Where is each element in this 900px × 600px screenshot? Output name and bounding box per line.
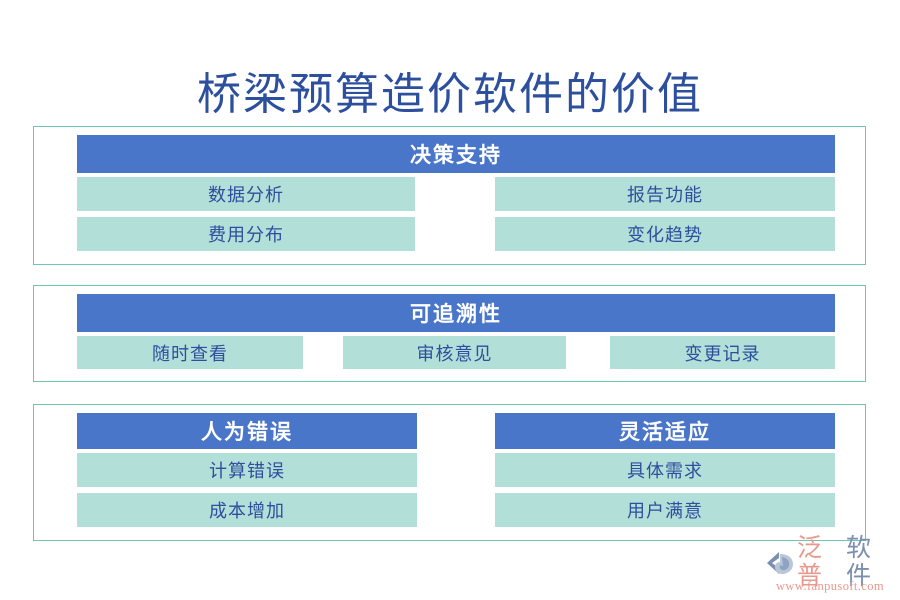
item-box: 变化趋势 [495,217,835,251]
item-box: 用户满意 [495,493,835,527]
item-box: 具体需求 [495,453,835,487]
item-box: 变更记录 [610,336,835,369]
item-box: 审核意见 [343,336,566,369]
section-traceability: 可追溯性 随时查看 审核意见 变更记录 [33,285,866,382]
section-errors-and-flexibility: 人为错误 计算错误 成本增加 灵活适应 具体需求 用户满意 [33,404,866,541]
item-box: 成本增加 [77,493,417,527]
logo-text-secondary: 软件 [846,535,872,590]
logo-text-primary: 泛普 [797,535,823,590]
section-header-decision-support: 决策支持 [77,135,835,173]
fanpu-swirl-icon [767,552,793,574]
item-box: 数据分析 [77,177,415,211]
item-box: 随时查看 [77,336,303,369]
brand-logo: 泛普 软件 www.fanpusoft.com [765,535,895,594]
item-box: 报告功能 [495,177,835,211]
section-header-flexible-adaptation: 灵活适应 [495,413,835,449]
logo-url: www.fanpusoft.com [775,579,885,593]
logo-wordmark-row: 泛普 软件 [765,535,895,590]
item-box: 费用分布 [77,217,415,251]
section-header-traceability: 可追溯性 [77,294,835,332]
section-header-human-error: 人为错误 [77,413,417,449]
page-title: 桥梁预算造价软件的价值 [197,70,703,119]
section-decision-support: 决策支持 数据分析 报告功能 费用分布 变化趋势 [33,126,866,265]
item-box: 计算错误 [77,453,417,487]
